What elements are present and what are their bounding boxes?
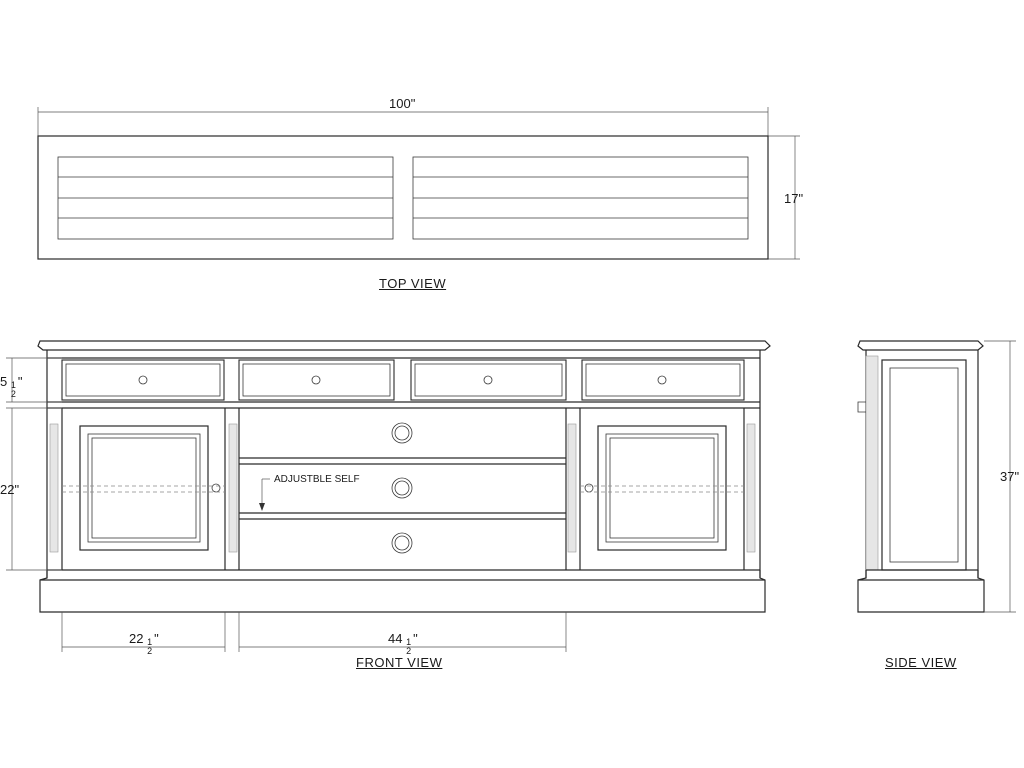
front-top-cornice: [37, 340, 771, 351]
top-view-title: TOP VIEW: [379, 276, 447, 291]
left-door: [79, 425, 221, 551]
drawer-knob: [138, 375, 148, 385]
height-dimension-label: 37": [1000, 469, 1020, 484]
front-base: [39, 570, 766, 613]
front-view-drawing: [6, 340, 771, 652]
shelf-annotation: ADJUSTBLE SELF: [274, 474, 360, 485]
top-outline: [37, 135, 769, 260]
center-shelves: [239, 422, 566, 554]
top-drawers: [61, 359, 745, 401]
side-view-title: SIDE VIEW: [885, 655, 957, 670]
door-height-label: 22": [0, 482, 20, 497]
side-view-drawing: [857, 340, 1016, 613]
width-dimension-label: 100": [389, 96, 416, 111]
right-door: [584, 425, 727, 551]
depth-dimension-label: 17": [784, 191, 804, 206]
front-view-title: FRONT VIEW: [356, 655, 443, 670]
top-view-drawing: [37, 107, 800, 260]
side-panel: [881, 359, 967, 571]
